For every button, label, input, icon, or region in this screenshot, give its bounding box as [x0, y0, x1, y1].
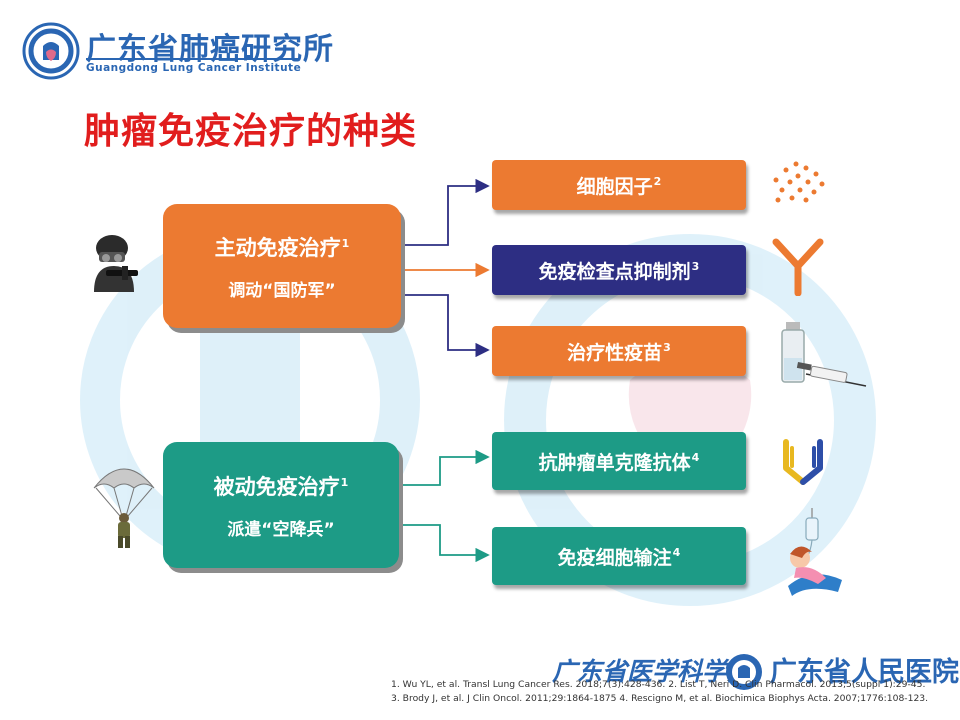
antibody-y-icon [772, 238, 824, 296]
item-vaccine-ref: 3 [663, 341, 671, 355]
institute-logo-icon [22, 22, 80, 80]
org-name-en: Guangdong Lung Cancer Institute [86, 62, 302, 74]
monoclonal-antibody-icon [783, 439, 823, 485]
passive-ref: 1 [340, 475, 349, 489]
item-infusion-label: 免疫细胞输注 [557, 546, 672, 569]
item-checkpoint-ref: 3 [691, 260, 700, 274]
header-underline [86, 58, 298, 60]
paratrooper-icon [93, 468, 155, 548]
item-monoclonal-antibody: 抗肿瘤单克隆抗体4 [492, 432, 746, 490]
hospital-logo-icon [726, 654, 762, 690]
org-name-cn: 广东省肺癌研究所 [86, 32, 334, 67]
connector-vaccine [402, 294, 490, 358]
slide-title: 肿瘤免疫治疗的种类 [84, 111, 418, 152]
item-antibody-ref: 4 [691, 451, 700, 465]
active-subtitle: 调动“国防军” [228, 280, 336, 301]
active-ref: 1 [341, 236, 350, 250]
item-immune-cell-infusion: 免疫细胞输注4 [492, 527, 746, 585]
passive-title: 被动免疫治疗 [213, 474, 340, 499]
cytokine-dots-icon [773, 161, 825, 203]
soldier-icon [94, 235, 138, 292]
item-cytokine-label: 细胞因子 [576, 175, 653, 198]
reference-line-2: 3. Brody J, et al. J Clin Oncol. 2011;29… [391, 693, 929, 704]
active-immunotherapy-box: 主动免疫治疗1 调动“国防军” [163, 204, 401, 328]
footer-academy-name: 广东省医学科学院 [552, 657, 753, 686]
active-title: 主动免疫治疗 [214, 235, 341, 260]
item-checkpoint-inhibitor: 免疫检查点抑制剂3 [492, 245, 746, 295]
passive-immunotherapy-box: 被动免疫治疗1 派遣“空降兵” [163, 442, 399, 568]
item-checkpoint-label: 免疫检查点抑制剂 [538, 260, 691, 283]
connector-cytokine [402, 178, 490, 246]
passive-subtitle: 派遣“空降兵” [227, 519, 335, 540]
footer-hospital-name: 广东省人民医院 [770, 657, 959, 688]
item-cytokine: 细胞因子2 [492, 160, 746, 210]
item-cytokine-ref: 2 [653, 175, 662, 189]
references: 1. Wu YL, et al. Transl Lung Cancer Res.… [391, 678, 928, 706]
reference-line-1: 1. Wu YL, et al. Transl Lung Cancer Res.… [391, 679, 926, 690]
connector-cell-infusion [400, 524, 490, 563]
item-infusion-ref: 4 [672, 546, 681, 560]
connector-antibody [400, 449, 490, 486]
item-antibody-label: 抗肿瘤单克隆抗体 [538, 451, 691, 474]
patient-infusion-icon [788, 508, 842, 596]
vaccine-syringe-icon [781, 322, 867, 387]
item-vaccine-label: 治疗性疫苗 [567, 341, 663, 364]
item-therapeutic-vaccine: 治疗性疫苗3 [492, 326, 746, 376]
